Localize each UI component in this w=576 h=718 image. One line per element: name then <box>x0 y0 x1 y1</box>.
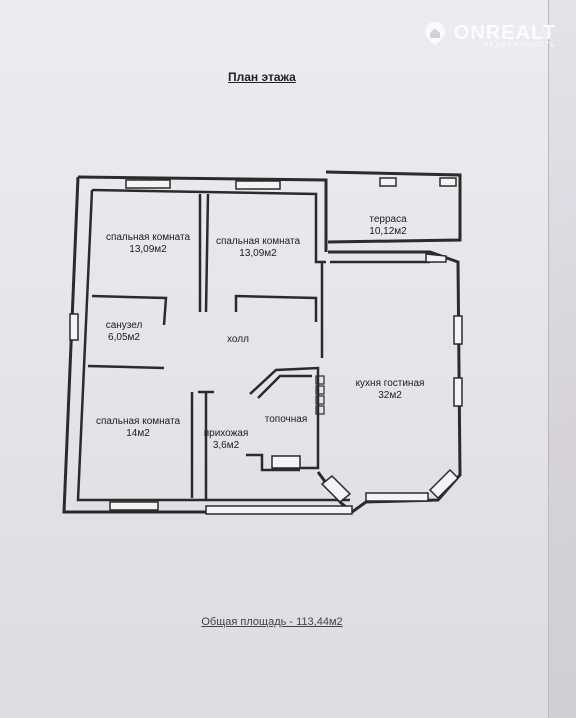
partition <box>257 374 312 399</box>
watermark-brand: ONREALT <box>453 22 556 44</box>
room-name: топочная <box>264 414 308 425</box>
window <box>453 315 463 345</box>
window <box>205 505 353 515</box>
watermark: ONREALT НЕДВИЖИМОСТЬ <box>422 20 556 49</box>
room-label-kitchen-living: кухня гостиная 32м2 <box>356 378 425 402</box>
window <box>109 501 159 511</box>
room-label-bedroom-3: спальная комната 14м2 <box>96 416 180 440</box>
partition <box>91 294 168 326</box>
room-name: санузел <box>105 320 143 331</box>
plan-title: План этажа <box>228 70 296 84</box>
room-area: 6,05м2 <box>108 332 140 343</box>
stove-block <box>315 395 325 405</box>
window <box>425 253 447 263</box>
room-name: терраса <box>369 214 407 225</box>
partition <box>204 193 210 313</box>
room-area: 32м2 <box>378 390 402 401</box>
outer-wall <box>77 175 328 252</box>
room-label-hall: холл <box>227 334 249 346</box>
terrace-wall <box>325 170 462 244</box>
room-name: холл <box>227 334 249 345</box>
total-area: Общая площадь - 113,44м2 <box>201 616 343 628</box>
room-area: 13,09м2 <box>129 244 167 255</box>
partition <box>246 453 300 472</box>
room-label-bathroom: санузел 6,05м2 <box>106 320 143 344</box>
room-label-bedroom-2: спальная комната 13,09м2 <box>216 236 300 260</box>
room-name: спальная комната <box>105 232 191 243</box>
room-name: прихожая <box>203 428 249 439</box>
watermark-tagline: НЕДВИЖИМОСТЬ <box>483 42 556 49</box>
window <box>379 177 397 187</box>
window <box>428 468 460 500</box>
window <box>271 455 301 469</box>
room-area: 14м2 <box>126 428 150 439</box>
stove-block <box>315 405 325 415</box>
window <box>365 492 429 502</box>
partition <box>234 294 318 322</box>
room-label-terrace: терраса 10,12м2 <box>369 214 406 238</box>
window <box>235 180 281 190</box>
room-area: 3,6м2 <box>212 440 240 451</box>
stove-block <box>315 385 325 395</box>
room-name: спальная комната <box>95 416 181 427</box>
stove-block <box>315 375 325 385</box>
room-name: кухня гостиная <box>355 378 425 389</box>
room-label-entrance: прихожая 3,6м2 <box>204 428 249 452</box>
window <box>125 179 171 189</box>
room-label-bedroom-1: спальная комната 13,09м2 <box>106 232 190 256</box>
room-name: спальная комната <box>215 236 301 247</box>
room-label-boiler: топочная <box>265 414 308 426</box>
partition <box>87 364 165 370</box>
partition <box>249 366 320 470</box>
window <box>69 313 79 341</box>
inner-wall <box>76 189 350 502</box>
room-area: 10,12м2 <box>369 226 407 237</box>
house-pin-icon <box>424 22 445 45</box>
window <box>453 377 463 407</box>
kitchen-wall <box>328 250 462 514</box>
window <box>439 177 457 187</box>
window <box>320 474 352 504</box>
room-area: 13,09м2 <box>239 248 277 259</box>
